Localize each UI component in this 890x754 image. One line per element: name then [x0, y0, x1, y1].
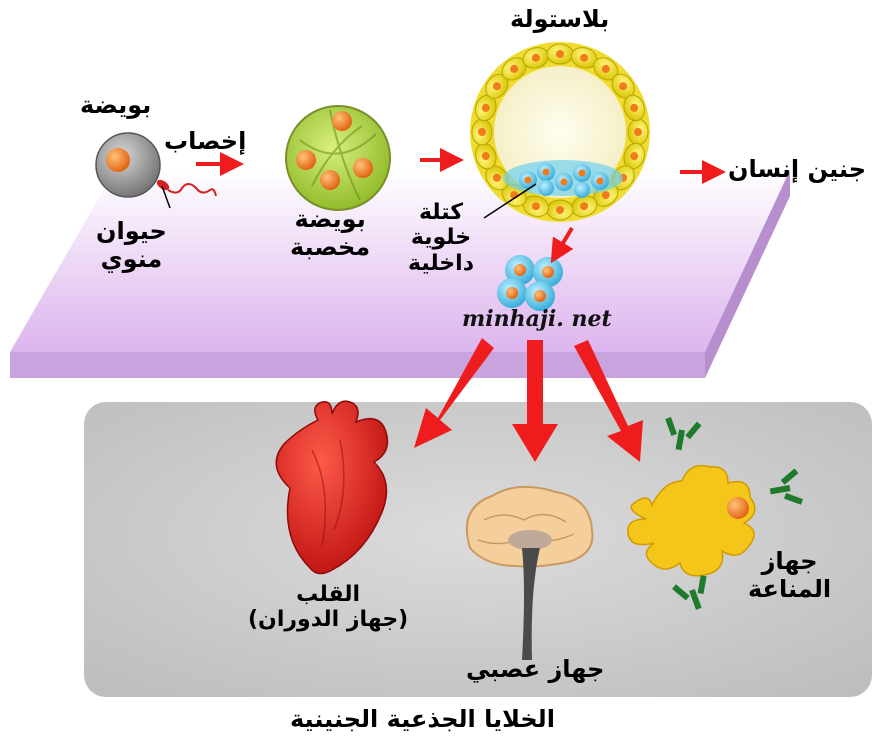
fertilized-egg-label: بويضة مخصبة: [290, 206, 370, 261]
blastula-cell-nucleus: [493, 174, 501, 182]
sperm-label-line2: منوي: [96, 246, 167, 274]
inner-cell-mass-label-line1: كتلة: [408, 200, 474, 225]
fertilized-egg-icon: [286, 106, 390, 210]
blastula-cell-nucleus: [556, 50, 564, 58]
blastula-cell-nucleus: [510, 65, 518, 73]
immune-system-label-line2: المناعة: [748, 576, 831, 604]
heart-label-line1: القلب: [248, 582, 408, 607]
blastula-cell-nucleus: [619, 82, 627, 90]
fertilization-label: إخصاب: [164, 128, 246, 156]
immune-system-label: جهاز المناعة: [748, 548, 831, 603]
blastula-cell-nucleus: [556, 206, 564, 214]
blastula-cell-nucleus: [482, 152, 490, 160]
inner-cell-mass-label: كتلة خلوية داخلية: [408, 200, 474, 276]
blastula-cell-nucleus: [532, 202, 540, 210]
blastula-cell-nucleus: [602, 191, 610, 199]
website-watermark: minhaji. net: [462, 306, 612, 332]
sperm-label-line1: حيوان: [96, 218, 167, 246]
nervous-system-label: جهاز عصبي: [466, 656, 604, 684]
blastula-cell-nucleus: [580, 54, 588, 62]
human-embryo-label: جنين إنسان: [728, 156, 866, 184]
blastula-cell-nucleus: [602, 65, 610, 73]
platform: [10, 170, 790, 378]
blastula-cell-nucleus: [478, 128, 486, 136]
blastula-cell-nucleus: [634, 128, 642, 136]
blastula-cell-nucleus: [532, 54, 540, 62]
blastula-cell-nucleus: [580, 202, 588, 210]
caption: الخلايا الجذعية الجنينية: [290, 706, 555, 734]
egg-icon: [96, 133, 160, 197]
blastula-cell-nucleus: [482, 104, 490, 112]
immune-system-label-line1: جهاز: [748, 548, 831, 576]
blastula-label: بلاستولة: [510, 6, 609, 34]
heart-label-line2: (جهاز الدوران): [248, 607, 408, 632]
egg-label: بويضة: [80, 92, 151, 120]
inner-cell-mass-label-line3: داخلية: [408, 251, 474, 276]
fertilized-egg-label-line1: بويضة: [290, 206, 370, 234]
fertilized-egg-label-line2: مخصبة: [290, 234, 370, 262]
blastula-cell-nucleus: [630, 104, 638, 112]
sperm-label: حيوان منوي: [96, 218, 167, 273]
blastula-cell-nucleus: [493, 82, 501, 90]
blastula-cell-nucleus: [630, 152, 638, 160]
inner-cell-mass-label-line2: خلوية: [408, 225, 474, 250]
heart-label: القلب (جهاز الدوران): [248, 582, 408, 633]
